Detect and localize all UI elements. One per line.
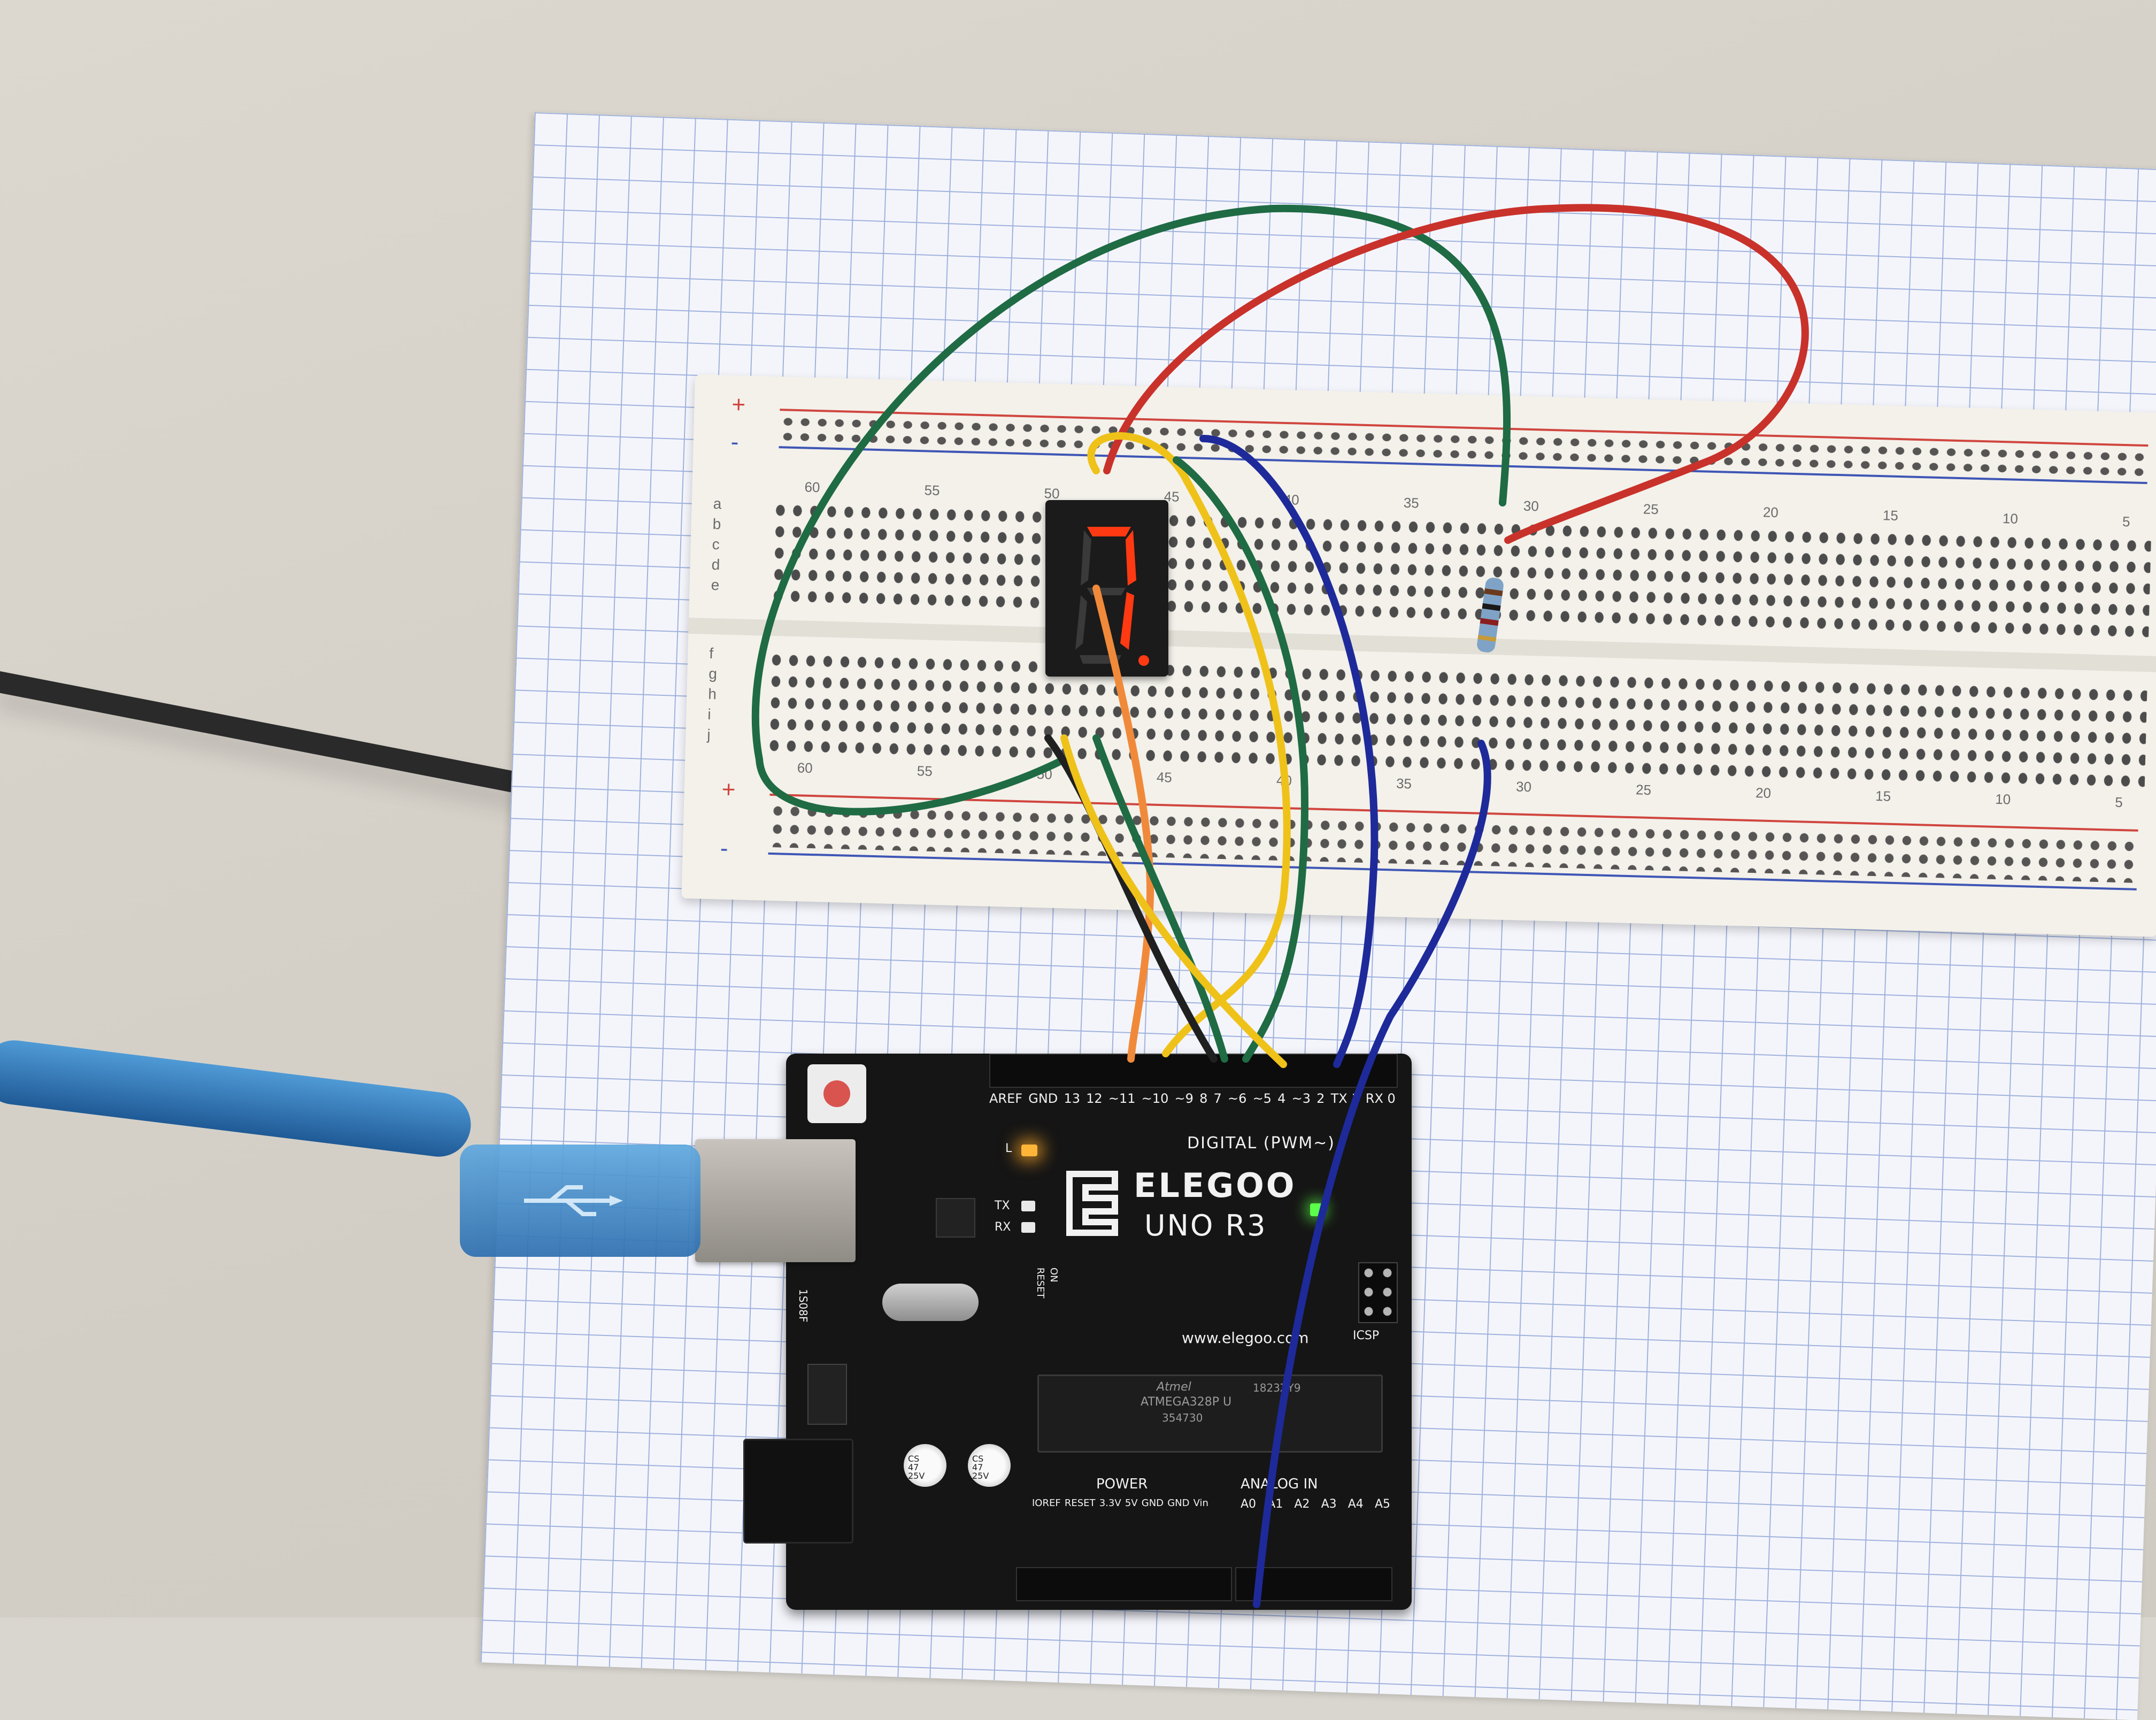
power-pin-label: Vin [1193,1498,1208,1509]
segment-b [1126,530,1136,586]
pin-label: 12 [1086,1091,1103,1106]
pin-label: 4 [1277,1091,1286,1106]
segment-f [1081,530,1091,586]
led-l [1021,1145,1037,1156]
brand-name: ELEGOO [1134,1166,1297,1205]
power-pin-labels: IOREF RESET 3.3V 5V GND GND Vin [1032,1498,1208,1509]
wire-green [751,204,1511,763]
cap-text-line: CS [908,1454,920,1464]
wire-orange [1092,585,1154,1063]
pin-label: GND [1028,1091,1058,1106]
pin-label: 7 [1213,1091,1222,1106]
wire-black [1044,734,1218,1063]
power-header [1016,1567,1232,1601]
cap-text-line: 25V [972,1471,989,1481]
chip-code: 1823ZY9 [1253,1381,1301,1394]
board-url: www.elegoo.com [1182,1329,1309,1347]
analog-pin-labels: A0 A1 A2 A3 A4 A5 [1241,1498,1390,1511]
wire-blue [1253,740,1491,1608]
capacitor-text: CS 47 25V [972,1455,989,1480]
segment-a [1087,527,1131,536]
wire-yellow [1087,432,1291,1057]
pin-label: 8 [1199,1091,1208,1106]
chip-model: ATMEGA328P U [1141,1395,1232,1409]
cap-text-line: 47 [972,1462,983,1472]
usb-chip [936,1198,975,1238]
cap-text-line: 47 [908,1462,919,1472]
power-pin-label: RESET [1064,1498,1096,1509]
led-tx [1021,1201,1035,1211]
pin-label: 2 [1316,1091,1325,1106]
crystal [882,1284,979,1321]
reset-button-cap[interactable] [823,1080,850,1107]
power-pin-label: 5V [1125,1498,1138,1509]
pin-label: AREF [989,1091,1023,1106]
segment-e [1075,595,1087,650]
ic-label: 1S08F [797,1289,810,1323]
digital-header [989,1054,1398,1088]
elegoo-logo-icon [1066,1171,1118,1236]
wire-red [1103,204,1809,544]
led-tx-label: TX [995,1199,1010,1212]
analog-pin-label: A0 [1241,1498,1257,1511]
power-pin-label: GND [1141,1498,1164,1509]
cap-text-line: CS [972,1454,984,1464]
power-label: POWER [1096,1476,1148,1492]
reset-button[interactable] [807,1064,866,1123]
icsp-header [1358,1262,1398,1323]
usb-symbol-icon [524,1185,623,1216]
pin-label: 13 [1064,1091,1080,1106]
pin-label: RX 0 [1365,1091,1396,1106]
analog-label: ANALOG IN [1241,1476,1318,1492]
jumper-wires [751,204,1809,1608]
wire-yellow [1060,734,1287,1068]
pin-label: ~9 [1174,1091,1194,1106]
wire-green [1173,456,1309,1063]
reset-label: RESET [1035,1268,1046,1299]
arduino-board: AREF GND 13 12 ~11 ~10 ~9 8 7 ~6 ~5 4 ~3… [743,1054,1412,1610]
led-on-label: ON [1048,1268,1059,1283]
analog-pin-label: A3 [1321,1498,1337,1511]
segment-c [1120,592,1134,650]
analog-pin-label: A2 [1294,1498,1310,1511]
power-pin-label: IOREF [1032,1498,1061,1509]
dc-power-jack [743,1439,853,1544]
model-name: UNO R3 [1144,1209,1267,1242]
power-pin-label: 3.3V [1099,1498,1121,1509]
wire-blue [1199,435,1379,1068]
pin-label: ~10 [1141,1091,1169,1106]
analog-pin-label: A4 [1348,1498,1364,1511]
wire-green [756,756,1068,816]
power-pin-label: GND [1167,1498,1190,1509]
pin-label: ~5 [1252,1091,1272,1106]
led-rx-label: RX [995,1220,1011,1234]
digital-label: DIGITAL (PWM~) [1187,1134,1335,1153]
capacitor-text: CS 47 25V [908,1455,925,1480]
usb-connector [460,1145,700,1257]
chip-brand: Atmel [1157,1380,1191,1394]
chip-lot: 354730 [1162,1411,1203,1424]
led-rx [1021,1222,1035,1233]
capacitor: CS 47 25V [968,1444,1011,1487]
capacitor: CS 47 25V [904,1444,946,1487]
pin-label: ~11 [1108,1091,1136,1106]
voltage-regulator [807,1364,847,1425]
mcu-chip: Atmel ATMEGA328P U 1823ZY9 354730 [1037,1375,1383,1453]
segment-dp [1138,655,1149,666]
wire-green [1092,734,1228,1063]
usb-port [695,1139,856,1262]
cap-text-line: 25V [908,1471,925,1481]
icsp-label: ICSP [1353,1329,1380,1342]
pin-label: ~6 [1228,1091,1247,1106]
led-l-label: L [1005,1142,1012,1155]
pin-label: ~3 [1291,1091,1311,1106]
analog-pin-label: A5 [1374,1498,1390,1511]
